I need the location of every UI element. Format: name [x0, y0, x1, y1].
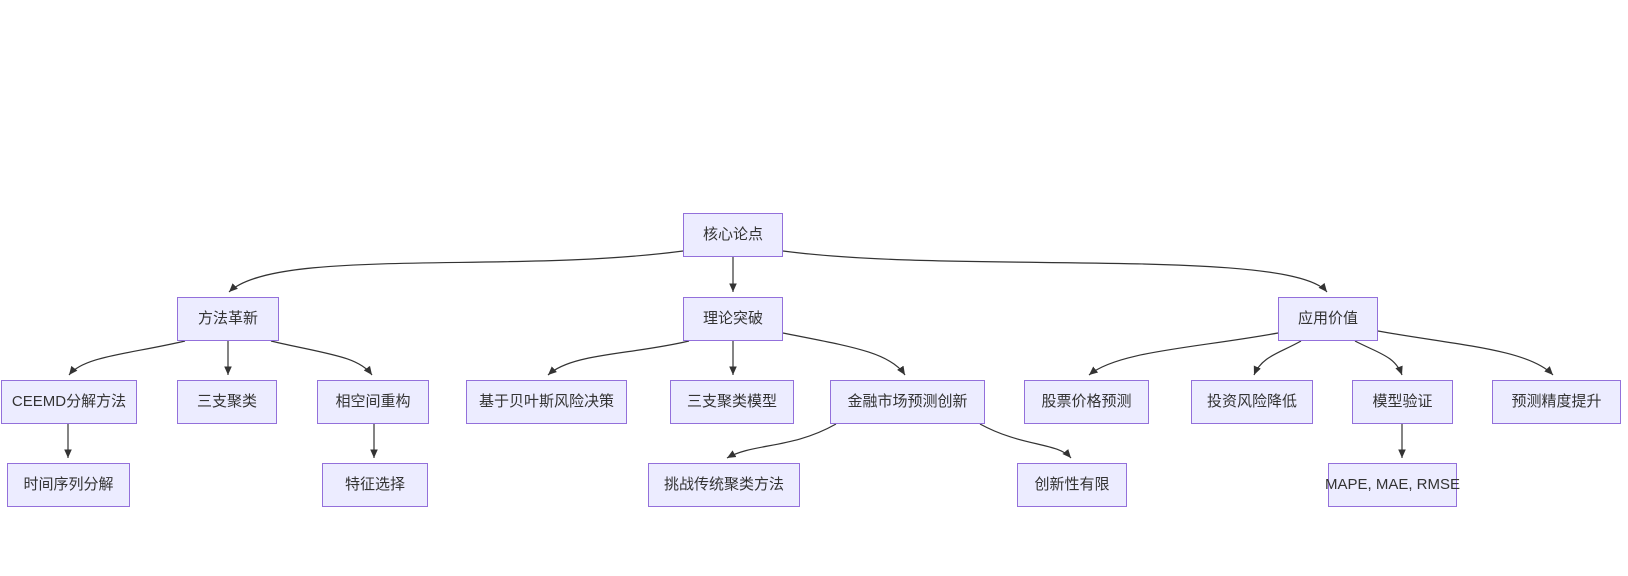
- node-feature: 特征选择: [322, 463, 428, 507]
- node-core: 核心论点: [683, 213, 783, 257]
- node-validation: 模型验证: [1352, 380, 1453, 424]
- node-ceemd: CEEMD分解方法: [1, 380, 137, 424]
- node-application: 应用价值: [1278, 297, 1378, 341]
- node-risk: 投资风险降低: [1191, 380, 1313, 424]
- node-precision: 预测精度提升: [1492, 380, 1621, 424]
- node-ts-decomp: 时间序列分解: [7, 463, 130, 507]
- node-bayes: 基于贝叶斯风险决策: [466, 380, 627, 424]
- edge-core-to-application: [782, 250, 1328, 293]
- node-challenge: 挑战传统聚类方法: [648, 463, 800, 507]
- edge-application-to-risk: [1253, 340, 1302, 376]
- edge-method-to-phase-space: [270, 340, 373, 376]
- node-limited: 创新性有限: [1017, 463, 1127, 507]
- edge-core-to-method: [228, 250, 684, 293]
- node-theory: 理论突破: [683, 297, 783, 341]
- edge-finance-to-challenge: [726, 423, 837, 459]
- node-stock: 股票价格预测: [1024, 380, 1149, 424]
- node-three-way: 三支聚类: [177, 380, 277, 424]
- node-phase-space: 相空间重构: [317, 380, 429, 424]
- edge-application-to-stock: [1088, 332, 1279, 376]
- node-metrics: MAPE, MAE, RMSE: [1325, 463, 1460, 507]
- node-finance: 金融市场预测创新: [830, 380, 985, 424]
- node-three-way-model: 三支聚类模型: [670, 380, 794, 424]
- node-method: 方法革新: [177, 297, 279, 341]
- edge-application-to-validation: [1354, 340, 1403, 376]
- edge-group: [64, 250, 1554, 459]
- edge-theory-to-bayes: [547, 340, 690, 376]
- edge-method-to-ceemd: [68, 340, 186, 376]
- edge-application-to-precision: [1377, 330, 1554, 376]
- edge-finance-to-limited: [979, 423, 1072, 459]
- edge-theory-to-finance: [782, 332, 906, 376]
